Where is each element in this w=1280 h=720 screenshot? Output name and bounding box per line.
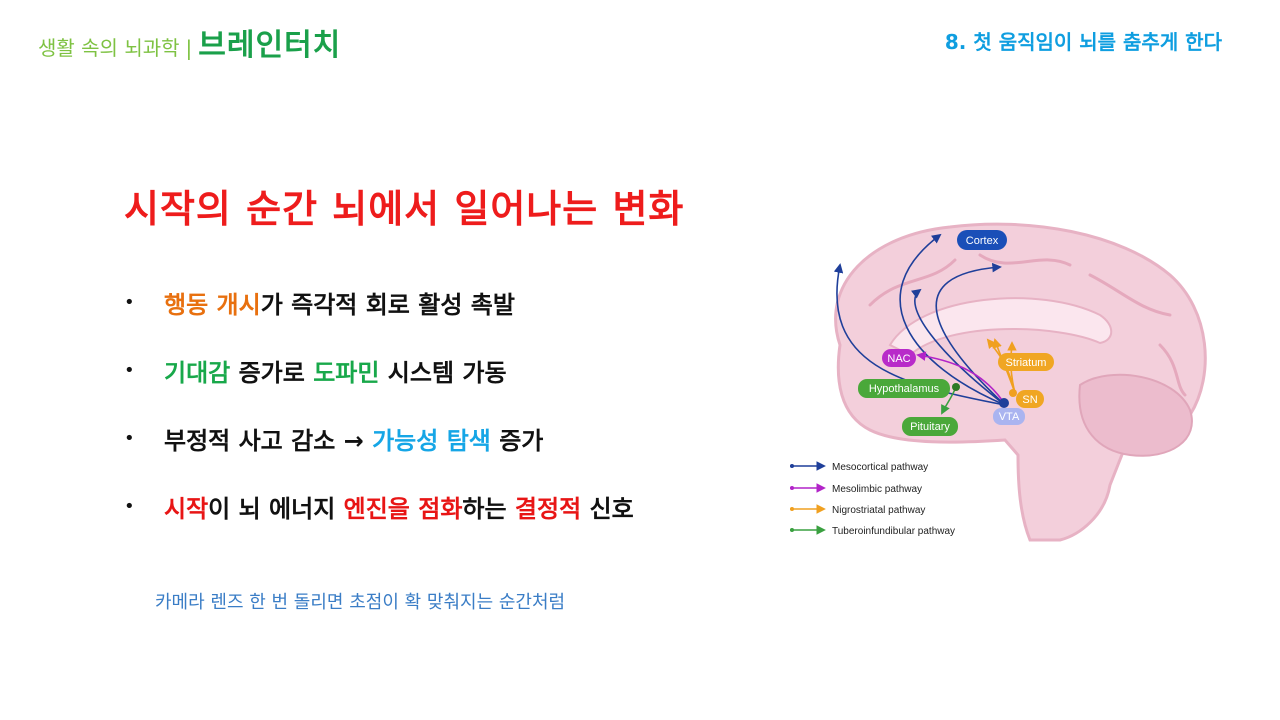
brain-diagram: Cortex NAC Striatum Hypothalamus SN VTA …: [780, 215, 1230, 550]
sn-label: SN: [1022, 394, 1037, 406]
brain-diagram-svg: Cortex NAC Striatum Hypothalamus SN VTA …: [790, 222, 1207, 542]
vta-label: VTA: [999, 411, 1020, 423]
cortex-node: Cortex: [957, 230, 1007, 250]
chapter-title: 8. 첫 움직임이 뇌를 춤추게 한다: [944, 30, 1222, 54]
striatum-label: Striatum: [1006, 357, 1047, 369]
highlight-text: 기대감: [164, 358, 231, 387]
highlight-text: 엔진을 점화: [343, 494, 463, 523]
highlight-text: 시작: [164, 494, 209, 523]
brand-name: 브레인터치: [198, 28, 342, 63]
hypothalamus-node: Hypothalamus: [858, 379, 950, 398]
bullet-text: 이 뇌 에너지: [208, 494, 344, 523]
gyri: [868, 253, 1187, 397]
brand-subtitle: 생활 속의 뇌과학: [38, 36, 180, 60]
legend-label: Mesolimbic pathway: [832, 484, 922, 495]
nac-label: NAC: [887, 353, 910, 365]
bullet-text: 증가: [490, 426, 544, 455]
highlight-text: 행동 개시: [164, 290, 261, 319]
legend-item: Mesocortical pathway: [790, 461, 928, 473]
hypothalamus-label: Hypothalamus: [869, 383, 940, 395]
bullet-text: 가 즉각적 회로 활성 촉발: [260, 290, 515, 319]
bullet-marker: •: [124, 495, 135, 517]
legend: Mesocortical pathway Mesolimbic pathway …: [790, 461, 955, 537]
bullet-text: 부정적 사고 감소 →: [164, 426, 373, 455]
cortex-label: Cortex: [966, 235, 999, 247]
brand: 생활 속의 뇌과학 | 브레인터치: [38, 20, 341, 64]
pituitary-node: Pituitary: [902, 417, 958, 436]
bullet-text: 증가로: [230, 358, 314, 387]
legend-item: Mesolimbic pathway: [790, 483, 922, 495]
bullet-marker: •: [124, 359, 135, 381]
legend-item: Tuberoinfundibular pathway: [790, 525, 955, 537]
bullet-text: 신호: [581, 494, 634, 523]
slide-title: 시작의 순간 뇌에서 일어나는 변화: [124, 187, 685, 231]
bullet-text: 하는: [462, 494, 515, 523]
legend-label: Mesocortical pathway: [832, 462, 928, 473]
legend-item: Nigrostriatal pathway: [790, 504, 925, 516]
pituitary-label: Pituitary: [910, 421, 950, 433]
highlight-text: 도파민: [313, 358, 380, 387]
highlight-text: 결정적: [514, 494, 582, 523]
bullet-item: • 기대감 증가로 도파민 시스템 가동: [124, 336, 634, 404]
bullet-marker: •: [124, 427, 135, 449]
sn-node: SN: [1016, 390, 1044, 408]
highlight-text: 가능성 탐색: [372, 426, 491, 455]
bullet-item: • 부정적 사고 감소 → 가능성 탐색 증가: [124, 404, 634, 472]
legend-label: Tuberoinfundibular pathway: [832, 526, 955, 537]
nac-node: NAC: [882, 349, 916, 367]
brand-separator: |: [185, 36, 193, 60]
bullet-text: 시스템 가동: [379, 358, 507, 387]
bullet-marker: •: [124, 291, 135, 313]
striatum-node: Striatum: [998, 353, 1054, 371]
legend-label: Nigrostriatal pathway: [832, 505, 925, 516]
vta-node: VTA: [993, 408, 1025, 425]
caption: 카메라 렌즈 한 번 돌리면 초점이 확 맞춰지는 순간처럼: [155, 592, 566, 613]
corpus-callosum: [888, 297, 1113, 357]
cerebellum: [1078, 373, 1193, 457]
